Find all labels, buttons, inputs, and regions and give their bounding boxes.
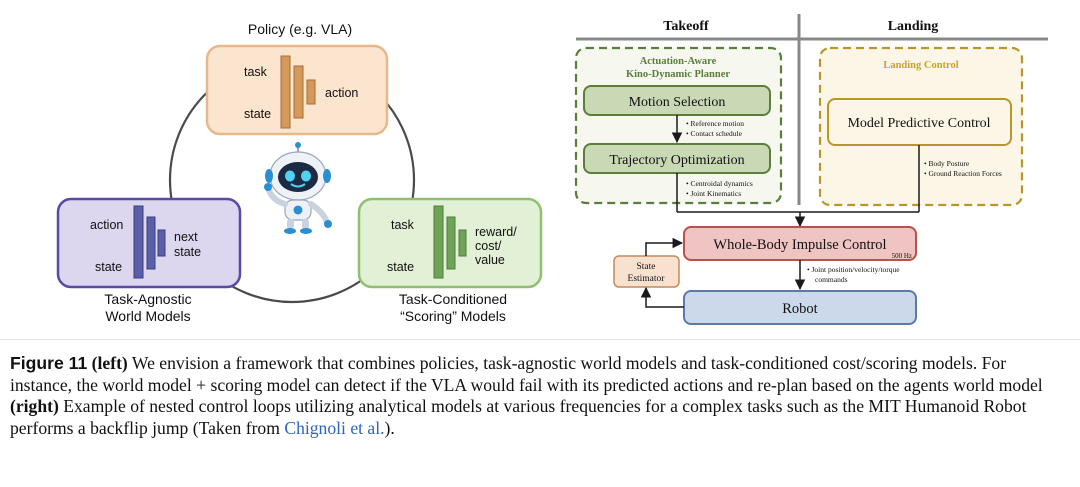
- motion-note-2: • Contact schedule: [686, 129, 743, 138]
- caption-right-tag: (right): [10, 396, 59, 416]
- wbic-note-2: commands: [815, 275, 848, 284]
- caption-label: Figure 11: [10, 353, 88, 373]
- landing-control-title: Landing Control: [883, 60, 958, 71]
- header-landing: Landing: [888, 19, 939, 34]
- world-bar-2: [146, 216, 156, 270]
- scoring-bar-2: [446, 216, 456, 270]
- world-output-next: next: [174, 230, 198, 244]
- caption-left-tag: (left): [91, 353, 128, 373]
- policy-bar-2: [293, 65, 304, 119]
- world-caption-2: World Models: [105, 308, 190, 324]
- figure-caption: Figure 11 (left) We envision a framework…: [10, 353, 1072, 439]
- trajectory-optimization-label: Trajectory Optimization: [609, 153, 744, 168]
- header-takeoff: Takeoff: [663, 19, 709, 34]
- caption-citation-link[interactable]: Chignoli et al.: [284, 417, 385, 438]
- wbic-rate: 500 Hz: [892, 252, 912, 260]
- robot-label: Robot: [782, 301, 817, 317]
- policy-input-state: state: [244, 107, 271, 121]
- scoring-caption-1: Task-Conditioned: [399, 291, 507, 307]
- caption-text-2: Example of nested control loops utilizin…: [10, 396, 1027, 438]
- world-input-state: state: [95, 260, 122, 274]
- policy-title: Policy (e.g. VLA): [248, 21, 352, 37]
- world-output-state: state: [174, 245, 201, 259]
- motion-selection-label: Motion Selection: [629, 95, 726, 110]
- caption-text-1: We envision a framework that combines po…: [10, 353, 1043, 395]
- figure-divider: [0, 339, 1080, 340]
- trajectory-note-1: • Centroidal dynamics: [686, 179, 753, 188]
- planner-title-1: Actuation-Aware: [640, 56, 717, 67]
- scoring-caption-2: “Scoring” Models: [400, 308, 506, 324]
- world-bar-1: [133, 205, 144, 279]
- state-estimator-label-2: Estimator: [628, 274, 666, 284]
- world-caption-1: Task-Agnostic: [104, 291, 191, 307]
- world-bar-3: [157, 229, 166, 257]
- left-diagram: Policy (e.g. VLA) task state action acti…: [56, 21, 543, 324]
- world-input-action: action: [90, 218, 123, 232]
- scoring-output-value: value: [475, 253, 505, 267]
- scoring-output-reward: reward/: [475, 225, 517, 239]
- mpc-label: Model Predictive Control: [847, 116, 990, 131]
- scoring-output-cost: cost/: [475, 239, 502, 253]
- state-estimator-label-1: State: [637, 262, 656, 272]
- scoring-input-task: task: [391, 218, 415, 232]
- figure-canvas: Policy (e.g. VLA) task state action acti…: [56, 14, 1048, 325]
- policy-bar-1: [280, 55, 291, 129]
- policy-input-task: task: [244, 65, 268, 79]
- trajectory-note-2: • Joint Kinematics: [686, 189, 741, 198]
- planner-title-2: Kino-Dynamic Planner: [626, 69, 730, 80]
- mpc-note-2: • Ground Reaction Forces: [924, 169, 1002, 178]
- policy-bar-3: [306, 79, 316, 105]
- scoring-bar-1: [433, 205, 444, 279]
- wbic-label: Whole-Body Impulse Control: [713, 237, 886, 253]
- scoring-bar-3: [458, 229, 467, 257]
- policy-output-action: action: [325, 86, 358, 100]
- scoring-input-state: state: [387, 260, 414, 274]
- caption-text-3: ).: [384, 417, 395, 438]
- motion-note-1: • Reference motion: [686, 119, 744, 128]
- right-diagram: Takeoff Landing Actuation-Aware Kino-Dyn…: [574, 14, 1048, 325]
- robot-mascot-icon: [264, 142, 332, 234]
- mpc-note-1: • Body Posture: [924, 159, 970, 168]
- wbic-note-1: • Joint position/velocity/torque: [807, 265, 900, 274]
